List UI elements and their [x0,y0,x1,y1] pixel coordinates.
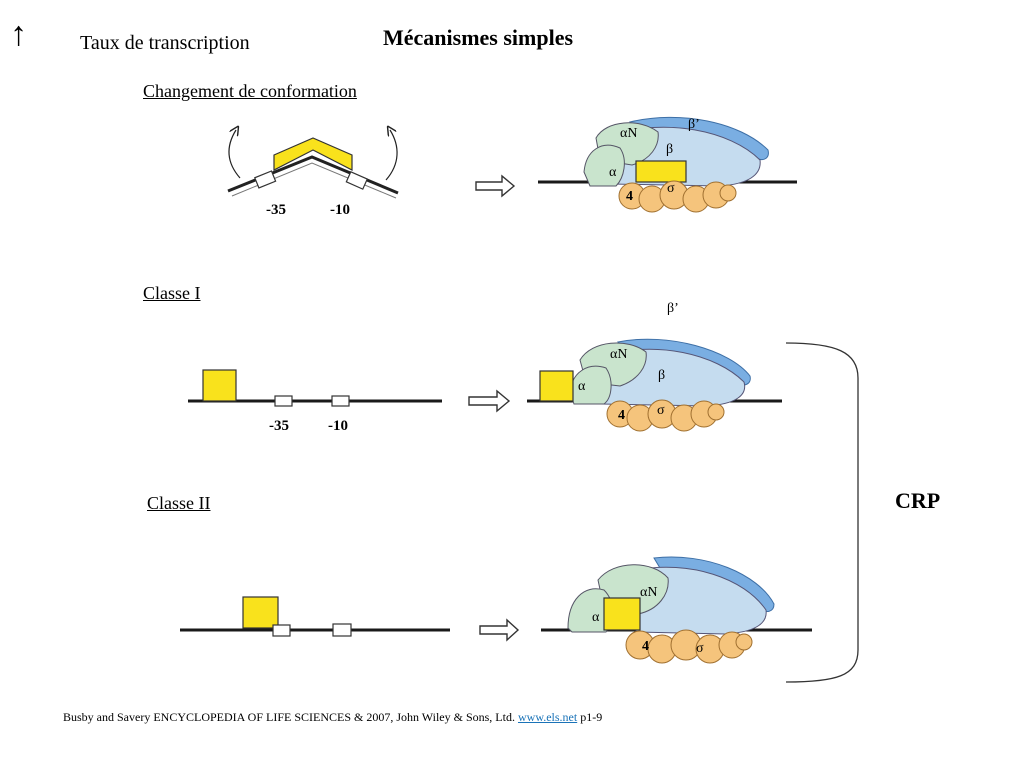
alpha-n-label: αN [610,347,627,362]
sigma-region4-label: 4 [626,189,633,204]
crp-protein [273,137,353,171]
crp-protein-bound [635,160,687,183]
minus10-box [332,623,352,637]
minus35-label: -35 [266,202,286,218]
minus35-box [254,170,277,189]
transition-arrow-icon [475,174,516,198]
crp-protein [242,596,279,629]
beta-label: β [666,142,673,157]
alpha-label: α [609,165,617,180]
sigma-subunit [625,629,753,664]
sigma-label: σ [667,181,675,196]
transition-arrow-icon [468,389,511,413]
citation-text: Busby and Savery ENCYCLOPEDIA OF LIFE SC… [63,710,515,724]
sigma-label: σ [657,403,665,418]
class-ii-promoter [180,596,450,637]
minus10-label: -10 [330,202,350,218]
minus10-box [331,395,350,407]
rnap-complex-class-ii: αN α 4 σ [541,556,812,664]
alpha-label: α [592,610,600,625]
alpha-n-label: αN [640,585,657,600]
crp-protein-bound [539,370,574,402]
alpha-n-label: αN [620,126,637,141]
bend-arrow-left-icon [228,130,241,179]
citation-page: p1-9 [580,710,603,724]
alpha-subunit [583,144,625,187]
section-title-class-ii: Classe II [147,493,211,513]
els-link[interactable]: www.els.net [517,710,578,724]
citation-footer: Busby and Savery ENCYCLOPEDIA OF LIFE SC… [63,710,602,725]
sigma-label: σ [696,641,704,656]
minus10-box [345,170,369,190]
alpha-subunit [569,365,612,405]
beta-label: β [658,368,665,383]
bend-arrow-right-icon [385,130,398,181]
sigma-subunit [606,399,725,432]
beta-prime-label: β’ [667,301,679,316]
sigma-region4-label: 4 [618,408,625,423]
sigma-subunit [618,180,737,213]
class-i-promoter: -35 -10 [188,369,442,434]
crp-protein [202,369,237,402]
sigma-region4-label: 4 [642,639,649,654]
minus10-label: -10 [328,418,348,434]
section-title-class-i: Classe I [143,283,201,303]
transcription-rate-label: Taux de transcription [80,32,250,54]
minus35-label: -35 [269,418,289,434]
minus35-box [272,624,291,637]
rnap-complex-class-i: β’ αN β α 4 σ [527,301,782,432]
section-title-conformation: Changement de conformation [143,81,357,101]
bent-dna-diagram: -35 -10 [227,130,399,218]
minus35-box [274,395,293,407]
up-arrow-icon: ↑ [10,16,27,53]
alpha-label: α [578,379,586,394]
rnap-complex-conformation: αN β’ β α 4 σ [538,116,797,213]
page-title: Mécanismes simples [383,25,574,50]
beta-prime-label: β’ [688,117,700,132]
crp-label: CRP [895,488,941,513]
crp-protein-bound [603,597,641,631]
transition-arrow-icon [479,618,520,642]
crp-brace [785,342,859,683]
